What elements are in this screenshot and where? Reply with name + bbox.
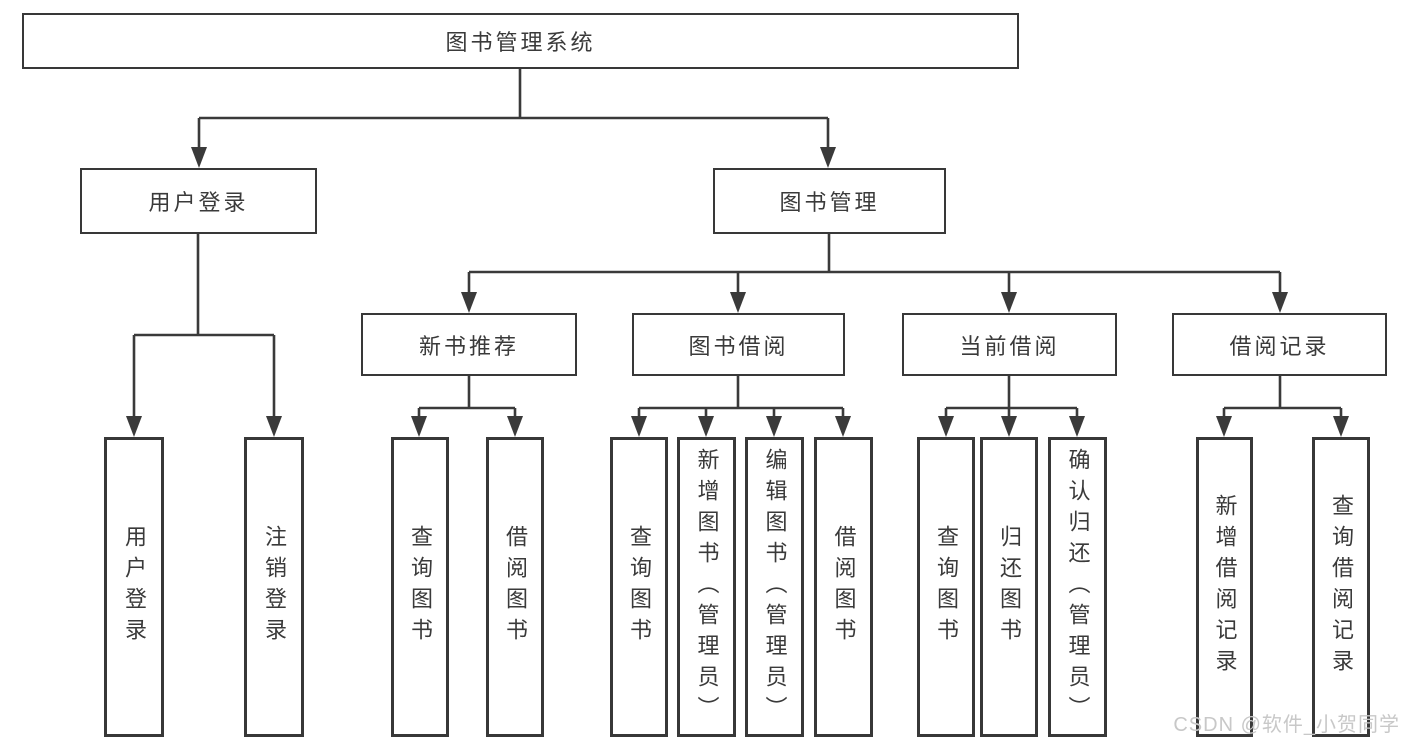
node-leaf-borrowing-edit-books-admin-label: 编辑图书（管理员） xyxy=(762,447,788,727)
node-leaf-user-login-label: 用户登录 xyxy=(122,525,147,649)
node-book-management-label: 图书管理 xyxy=(779,190,880,215)
node-leaf-recommend-query-books: 查询图书 xyxy=(391,437,449,737)
node-leaf-records-query-record-label: 查询借阅记录 xyxy=(1329,494,1354,680)
node-leaf-current-query-books: 查询图书 xyxy=(917,437,975,737)
node-leaf-logout-label: 注销登录 xyxy=(262,525,287,649)
node-root: 图书管理系统 xyxy=(22,13,1019,69)
node-book-borrowing-label: 图书借阅 xyxy=(688,333,789,359)
node-root-label: 图书管理系统 xyxy=(445,30,596,55)
node-leaf-recommend-query-books-label: 查询图书 xyxy=(408,525,433,649)
node-leaf-records-add-record: 新增借阅记录 xyxy=(1196,437,1253,737)
node-current-borrowing: 当前借阅 xyxy=(902,313,1117,376)
node-leaf-recommend-borrow-books: 借阅图书 xyxy=(486,437,544,737)
node-borrow-records-label: 借阅记录 xyxy=(1229,333,1330,359)
node-leaf-borrowing-borrow-books-label: 借阅图书 xyxy=(831,525,857,649)
node-leaf-current-return-books: 归还图书 xyxy=(980,437,1038,737)
node-leaf-borrowing-query-books: 查询图书 xyxy=(610,437,668,737)
node-new-book-recommend: 新书推荐 xyxy=(361,313,577,376)
node-leaf-borrowing-add-books-admin-label: 新增图书（管理员） xyxy=(694,447,720,727)
node-leaf-current-query-books-label: 查询图书 xyxy=(934,525,959,649)
csdn-watermark: CSDN @软件_小贺同学 xyxy=(1173,714,1400,736)
node-leaf-current-confirm-return-admin-label: 确认归还（管理员） xyxy=(1065,447,1091,727)
node-leaf-current-return-books-label: 归还图书 xyxy=(997,525,1022,649)
node-leaf-logout: 注销登录 xyxy=(244,437,304,737)
node-leaf-borrowing-edit-books-admin: 编辑图书（管理员） xyxy=(745,437,804,737)
node-user-login: 用户登录 xyxy=(80,168,317,234)
node-leaf-user-login: 用户登录 xyxy=(104,437,164,737)
node-leaf-records-add-record-label: 新增借阅记录 xyxy=(1212,494,1238,680)
node-book-borrowing: 图书借阅 xyxy=(632,313,845,376)
node-user-login-label: 用户登录 xyxy=(148,190,249,215)
node-leaf-recommend-borrow-books-label: 借阅图书 xyxy=(503,525,528,649)
node-leaf-borrowing-add-books-admin: 新增图书（管理员） xyxy=(677,437,736,737)
node-leaf-borrowing-borrow-books: 借阅图书 xyxy=(814,437,873,737)
node-current-borrowing-label: 当前借阅 xyxy=(959,333,1060,359)
node-new-book-recommend-label: 新书推荐 xyxy=(418,333,519,359)
node-leaf-borrowing-query-books-label: 查询图书 xyxy=(627,525,652,649)
node-leaf-records-query-record: 查询借阅记录 xyxy=(1312,437,1370,737)
node-book-management: 图书管理 xyxy=(713,168,946,234)
node-borrow-records: 借阅记录 xyxy=(1172,313,1387,376)
node-leaf-current-confirm-return-admin: 确认归还（管理员） xyxy=(1048,437,1107,737)
